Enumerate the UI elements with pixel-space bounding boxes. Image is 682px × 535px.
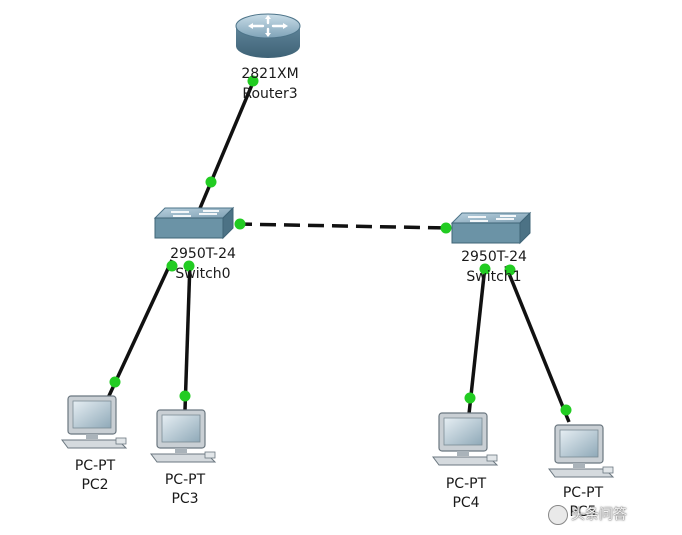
switch0-model-label: 2950T-24 xyxy=(170,246,236,262)
router3-name-label: Router3 xyxy=(242,86,298,102)
pc3-model-label: PC-PT xyxy=(164,472,206,488)
link-switch1-pc5[interactable] xyxy=(504,265,571,423)
pc2-name-label: PC2 xyxy=(81,477,109,493)
pc4-name-label: PC4 xyxy=(452,495,480,511)
port-light-switch1-pc5 xyxy=(504,264,516,276)
port-light-router3 xyxy=(247,75,259,87)
port-light-pc2 xyxy=(109,376,121,388)
watermark-text: 头条问答 xyxy=(571,507,627,523)
switch1-model-label: 2950T-24 xyxy=(461,249,527,265)
switch0-name-label: Switch0 xyxy=(175,266,231,282)
pc-icon[interactable] xyxy=(150,409,217,463)
router-icon[interactable] xyxy=(235,13,301,58)
port-light-switch1-pc4 xyxy=(479,263,491,275)
pc2-model-label: PC-PT xyxy=(74,458,116,474)
watermark: 头条问答 xyxy=(548,504,627,525)
link-switch0-pc2[interactable] xyxy=(106,259,174,399)
pc5-name-label: PC5 xyxy=(569,504,597,520)
link-switch0-pc3[interactable] xyxy=(183,261,192,411)
pc-icon[interactable] xyxy=(548,424,615,478)
switch-icon[interactable] xyxy=(153,206,235,240)
port-light-switch0-uplink xyxy=(205,176,217,188)
pc-icon[interactable] xyxy=(61,395,128,449)
port-light-pc3 xyxy=(179,390,191,402)
port-light-switch1-trunk xyxy=(440,222,452,234)
port-light-switch0-trunk xyxy=(234,218,246,230)
port-light-pc4 xyxy=(464,392,476,404)
pc5-model-label: PC-PT xyxy=(562,485,604,501)
pc-icon[interactable] xyxy=(432,412,499,466)
link-switch0-switch1[interactable] xyxy=(235,222,449,230)
port-light-pc5 xyxy=(560,404,572,416)
switch1-name-label: Switch1 xyxy=(466,269,522,285)
port-light-switch0-pc2 xyxy=(166,260,178,272)
port-lights xyxy=(109,75,572,416)
links xyxy=(106,79,571,423)
pc4-model-label: PC-PT xyxy=(445,476,487,492)
link-switch1-pc4[interactable] xyxy=(467,265,487,415)
port-light-switch0-pc3 xyxy=(183,260,195,272)
switch-icon[interactable] xyxy=(450,211,532,245)
watermark-logo-icon xyxy=(548,505,568,525)
link-router3-switch0[interactable] xyxy=(196,79,256,214)
pc3-name-label: PC3 xyxy=(171,491,199,507)
router3-model-label: 2821XM xyxy=(241,66,299,82)
